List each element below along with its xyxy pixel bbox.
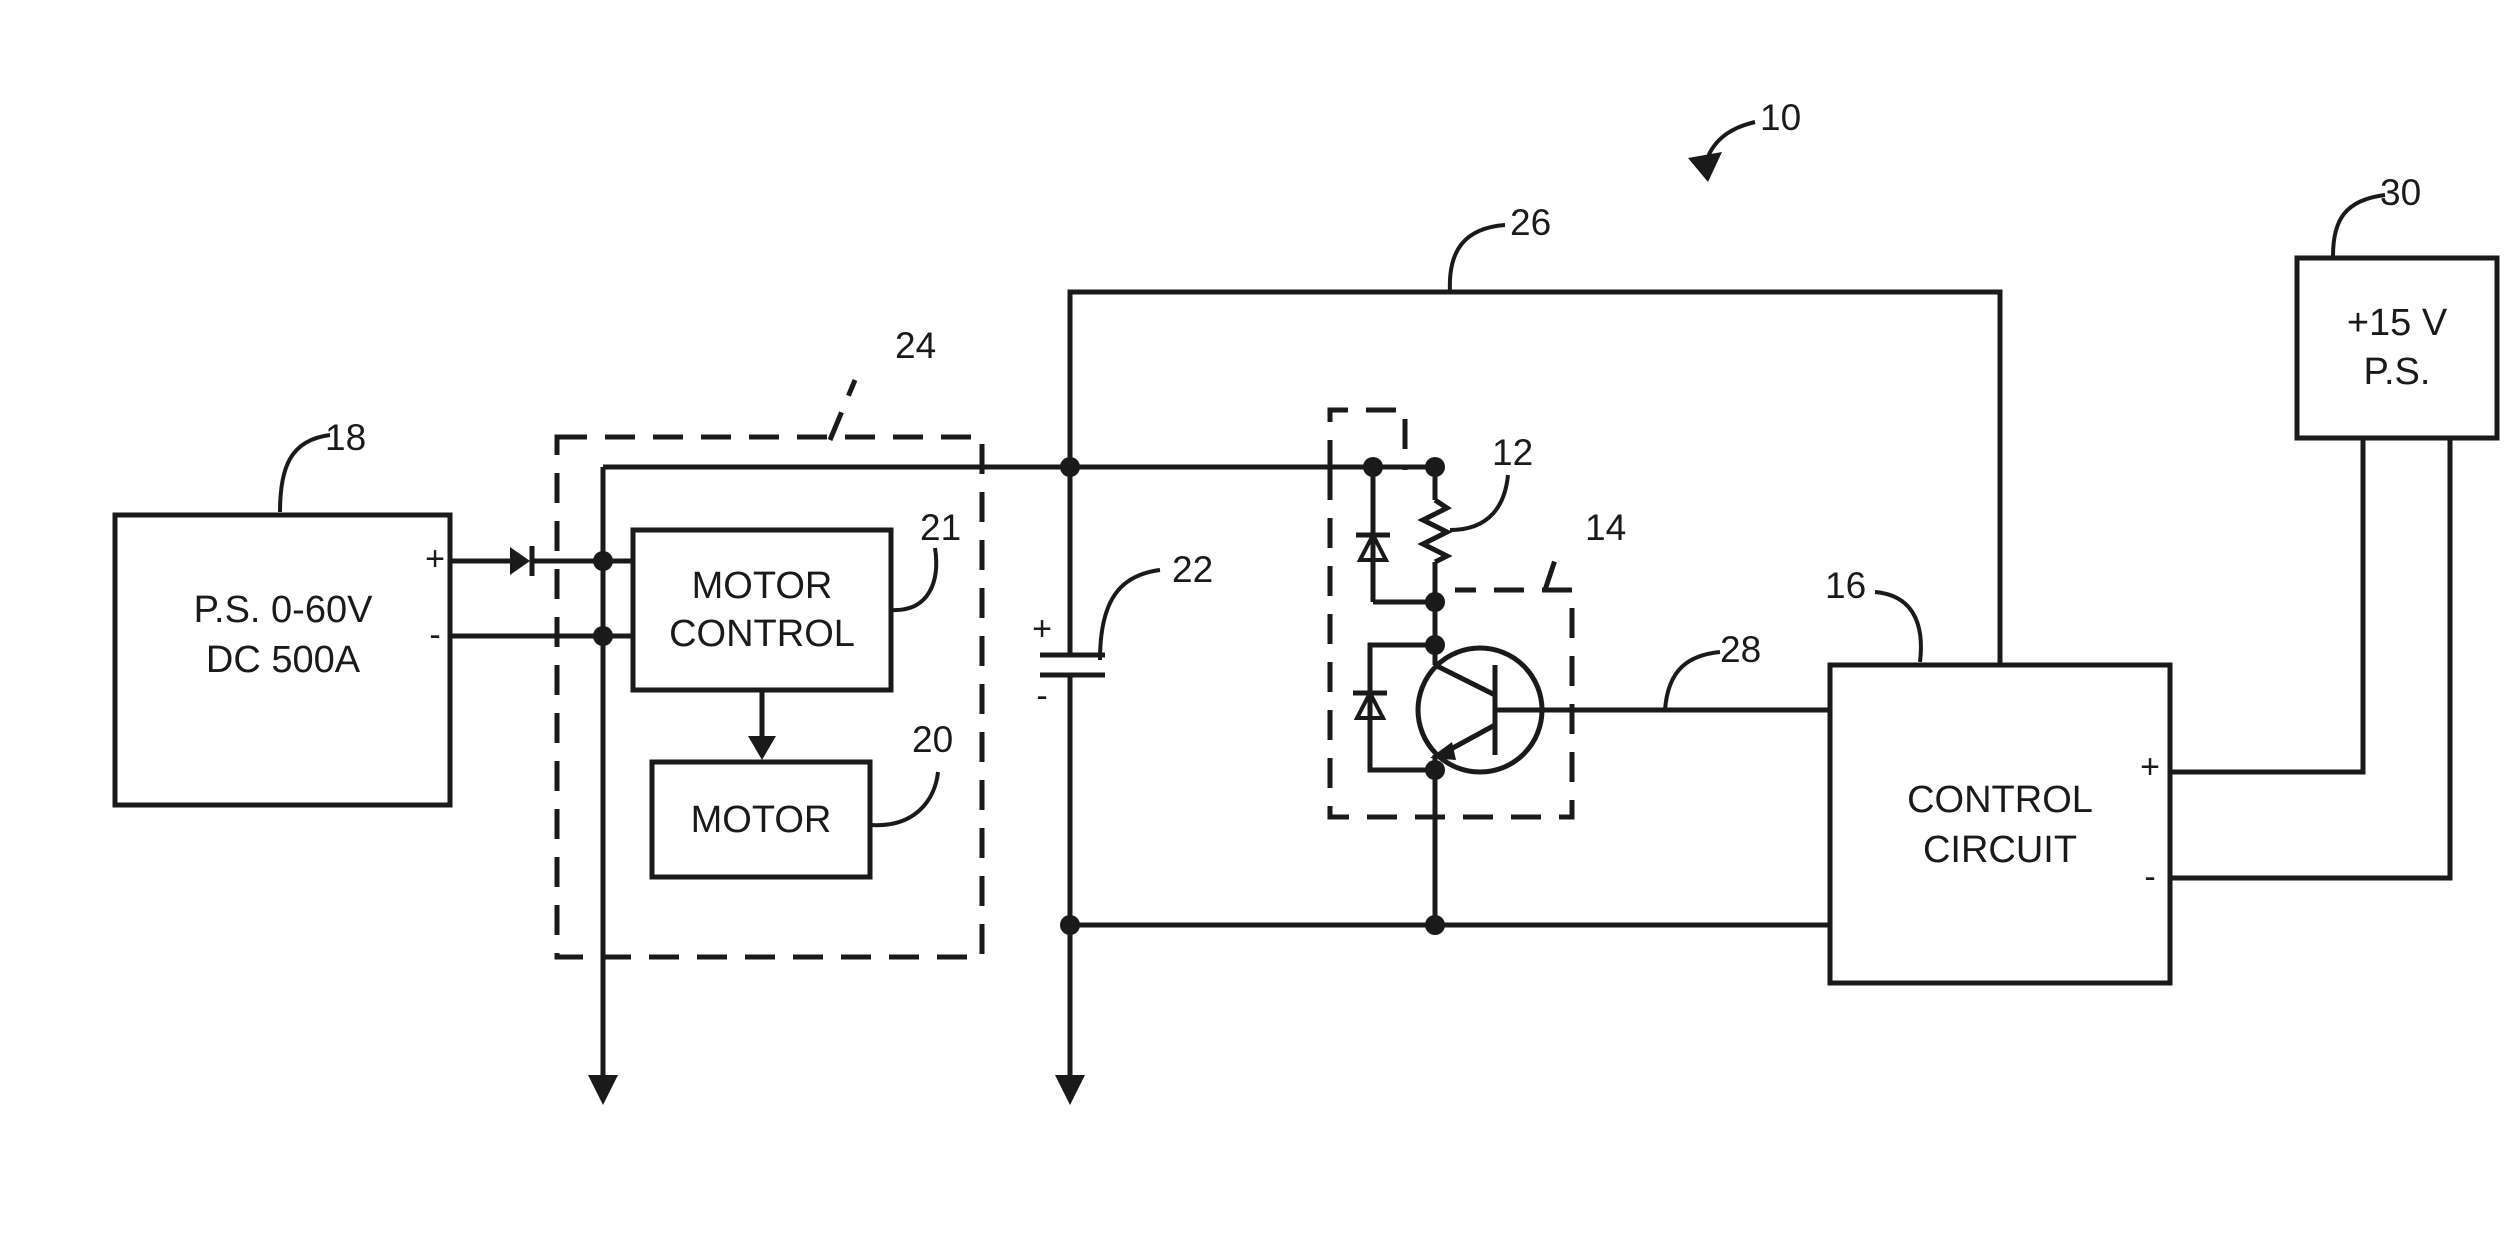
- motor: MOTOR 20: [652, 719, 953, 877]
- ref-12: 12: [1492, 432, 1533, 473]
- ref-30: 30: [2380, 172, 2421, 213]
- power-supply-line2: DC 500A: [206, 639, 361, 681]
- transistor: [1418, 645, 1830, 925]
- power-supply-minus: -: [429, 616, 440, 654]
- motor-control-line1: MOTOR: [692, 565, 833, 607]
- motor-control-box: [633, 530, 891, 690]
- aux-supply-wires: [2170, 438, 2450, 878]
- capacitor-plus: +: [1032, 610, 1052, 648]
- ref-20: 20: [912, 719, 953, 760]
- control-circuit-minus: -: [2144, 858, 2155, 896]
- ref-28: 28: [1720, 629, 1761, 670]
- diode-symbol: [510, 547, 530, 575]
- control-circuit-plus: +: [2140, 748, 2160, 786]
- motor-control: MOTOR CONTROL 21: [633, 507, 961, 690]
- power-supply: P.S. 0-60V DC 500A + - 18: [115, 417, 450, 805]
- ref-14: 14: [1585, 507, 1626, 548]
- power-supply-line1: P.S. 0-60V: [194, 589, 374, 631]
- capacitor-minus: -: [1036, 677, 1047, 715]
- aux-supply-line2: P.S.: [2364, 351, 2431, 393]
- upper-diode: [1356, 467, 1435, 602]
- motor-control-line2: CONTROL: [669, 613, 855, 655]
- ref-22: 22: [1172, 549, 1213, 590]
- control-circuit-line2: CIRCUIT: [1923, 829, 2077, 871]
- control-line: 28: [1665, 629, 1761, 710]
- motor-label: MOTOR: [691, 799, 832, 841]
- lower-diode: [1353, 645, 1435, 770]
- control-circuit-box: [1830, 665, 2170, 983]
- control-circuit-line1: CONTROL: [1907, 779, 2093, 821]
- ref-21: 21: [920, 507, 961, 548]
- ref-16: 16: [1825, 565, 1866, 606]
- ref-10: 10: [1760, 97, 1801, 138]
- capacitor: + - 22: [1032, 290, 1213, 1105]
- aux-supply-line1: +15 V: [2347, 302, 2448, 344]
- ref-24: 24: [895, 325, 936, 366]
- system-reference: 10: [1688, 97, 1801, 182]
- aux-supply: +15 V P.S. 30: [2297, 172, 2497, 438]
- ref-26: 26: [1510, 202, 1551, 243]
- ref-18: 18: [325, 417, 366, 458]
- aux-supply-box: [2297, 258, 2497, 438]
- power-supply-plus: +: [425, 540, 445, 578]
